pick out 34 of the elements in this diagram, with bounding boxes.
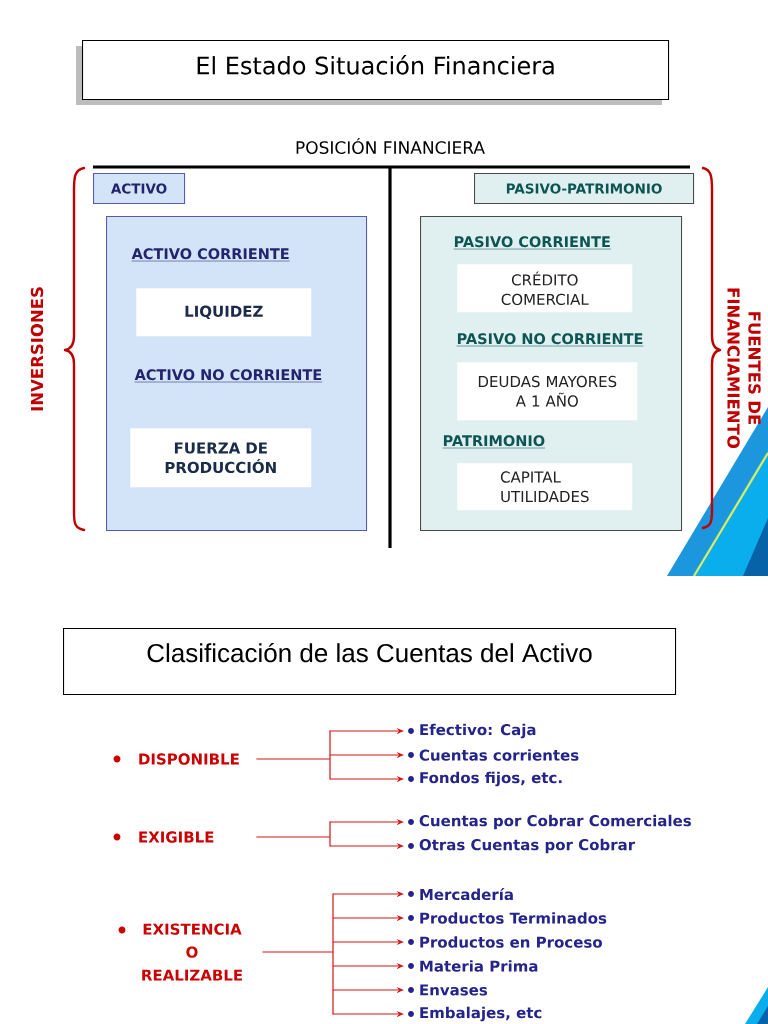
list-item: Productos Terminados [420, 912, 607, 924]
header-box: ACTIVO [93, 173, 186, 205]
category-label: DISPONIBLE [139, 753, 239, 765]
section-heading: PASIVO NO CORRIENTE [456, 333, 644, 347]
text-box: LIQUIDEZ [136, 288, 312, 337]
text-box: FUERZA DE PRODUCCIÓN [130, 428, 312, 488]
connector-trunk [256, 821, 331, 847]
list-item: Productos en Proceso [420, 936, 602, 948]
category-label: EXISTENCIA O REALIZABLE [142, 923, 242, 981]
section-heading: ACTIVO CORRIENTE [131, 248, 290, 262]
text-box: DEUDAS MAYORES A 1 AÑO [457, 362, 638, 421]
list-item: Materia Prima [420, 960, 538, 972]
connector-trunk [256, 730, 331, 780]
list-item: Efectivo: Caja [420, 723, 536, 739]
section-heading: PASIVO CORRIENTE [453, 236, 612, 250]
title-box: El Estado Situación Financiera [76, 40, 670, 105]
connector-trunk [262, 893, 334, 1015]
section-heading: ACTIVO NO CORRIENTE [134, 369, 323, 383]
side-label: FUENTES DE FINANCIAMIENTO [727, 288, 761, 449]
list-item: Fondos fijos, etc. [420, 771, 562, 787]
text-box: CRÉDITO COMERCIAL [457, 264, 633, 313]
category-label: EXIGIBLE [139, 831, 214, 843]
heading-text: POSICIÓN FINANCIERA [296, 138, 485, 154]
list-item: Cuentas corrientes [419, 749, 579, 761]
list-item: Mercadería [420, 887, 513, 901]
title-box: Clasificación de las Cuentas del Activo [63, 628, 677, 696]
section-heading: PATRIMONIO [442, 435, 546, 449]
list-item: Otras Cuentas por Cobrar [419, 838, 636, 854]
list-item: Envases [420, 984, 488, 996]
list-item: Cuentas por Cobrar Comerciales [419, 814, 691, 830]
list-item: Embalajes, etc [420, 1006, 542, 1022]
side-label: INVERSIONES [30, 287, 44, 411]
header-box: PASIVO-PATRIMONIO [474, 173, 695, 205]
text-box: CAPITAL UTILIDADES [457, 463, 633, 511]
